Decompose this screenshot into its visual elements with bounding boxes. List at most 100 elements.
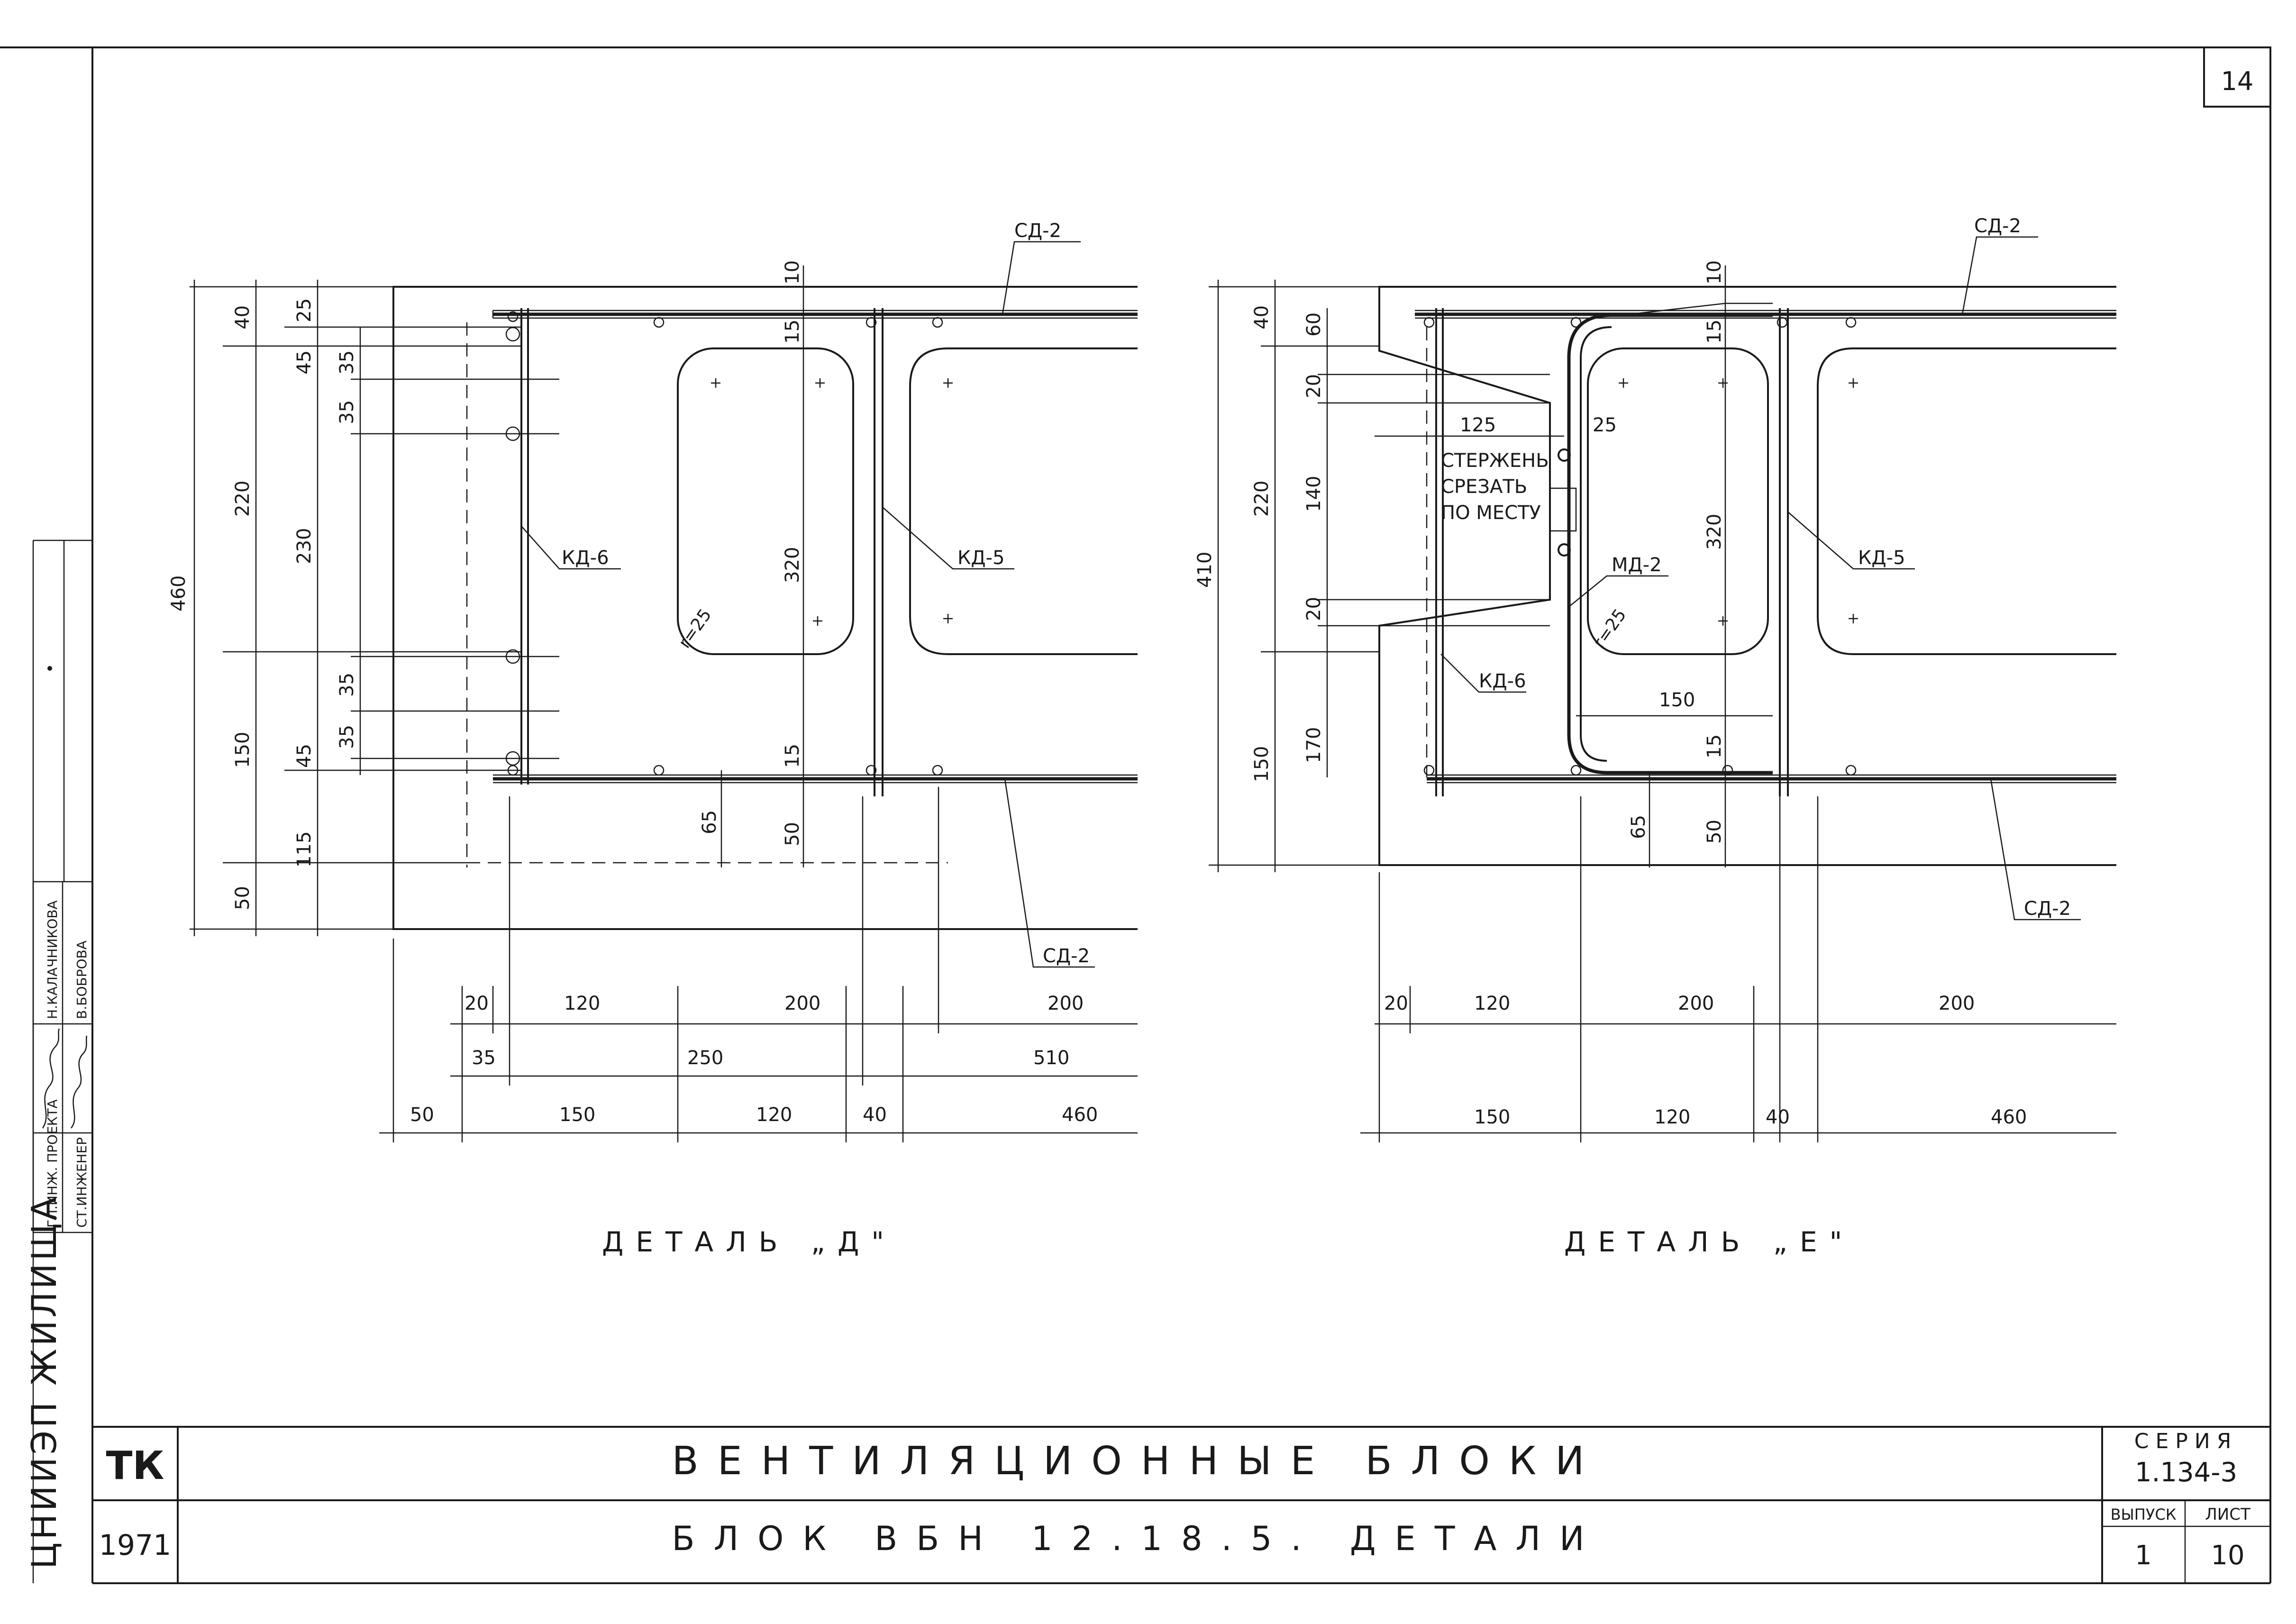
e-bottom-dims <box>1360 796 2116 1142</box>
sheet-frame <box>0 46 2271 1584</box>
d-dim-35d: 35 <box>336 725 358 749</box>
title-block: ТК 1971 ВЕНТИЛЯЦИОННЫЕ БЛОКИ БЛОК ВБН 12… <box>92 1426 2270 1583</box>
e-dim-125: 125 <box>1460 414 1496 436</box>
d-row3-1: 150 <box>559 1104 595 1126</box>
e-note-line3: ПО МЕСТУ <box>1441 502 1541 524</box>
signature-2 <box>70 1035 88 1129</box>
d-bottom-dims <box>379 787 1138 1142</box>
e-dim-150: 150 <box>1251 746 1273 782</box>
d-dim-25: 25 <box>293 298 315 322</box>
stamp-name-2: В.БОБРОВА <box>74 940 90 1019</box>
stamp-organization: ЦНИИЭП ЖИЛИЩА <box>24 1195 64 1569</box>
e-row1-1: 120 <box>1474 993 1510 1014</box>
d-dim-230: 230 <box>293 528 315 564</box>
tb-title: ВЕНТИЛЯЦИОННЫЕ БЛОКИ <box>672 1439 1604 1484</box>
d-dim-10: 10 <box>782 260 803 284</box>
d-row3-2: 120 <box>756 1104 792 1126</box>
tb-year: 1971 <box>99 1529 172 1562</box>
channel-1 <box>677 347 854 655</box>
d-row2-0: 35 <box>472 1047 496 1069</box>
d-dim-35c: 35 <box>336 673 358 697</box>
e-dim-20a: 20 <box>1303 374 1325 398</box>
d-dim-15b: 15 <box>782 744 803 768</box>
stamp-role-2: СТ.ИНЖЕНЕР <box>74 1137 90 1228</box>
e-dim-25: 25 <box>1593 414 1617 436</box>
d-dim-320: 320 <box>782 547 803 583</box>
tb-org: ТК <box>106 1443 164 1488</box>
e-dim-10: 10 <box>1704 260 1725 284</box>
e-dim-15a: 15 <box>1704 319 1725 344</box>
tb-subtitle: БЛОК ВБН 12.18.5. ДЕТАЛИ <box>672 1519 1604 1558</box>
tb-series-label: СЕРИЯ <box>2134 1429 2238 1453</box>
e-note-line2: СРЕЗАТЬ <box>1441 476 1527 498</box>
d-dim-220: 220 <box>232 481 254 517</box>
d-dim-65: 65 <box>699 810 720 834</box>
e-row3-3: 460 <box>1991 1106 2027 1128</box>
d-row1-2: 200 <box>784 993 820 1014</box>
d-dim-460: 460 <box>168 575 190 611</box>
d-row1-3: 200 <box>1048 993 1084 1014</box>
d-dim-45b: 45 <box>293 744 315 768</box>
channel-crosses <box>711 378 953 626</box>
d-label-sd2-bottom: СД-2 <box>1043 945 1090 967</box>
e-dim-170: 170 <box>1303 727 1325 763</box>
d-dim-35b: 35 <box>336 400 358 424</box>
e-left-dims <box>1209 280 1564 872</box>
d-dim-50i: 50 <box>782 822 803 846</box>
e-dim-410: 410 <box>1194 552 1216 588</box>
e-row1-0: 20 <box>1384 993 1408 1014</box>
detail-e-caption: ДЕТАЛЬ „Е" <box>1564 1226 1854 1258</box>
d-row2-2: 510 <box>1033 1047 1069 1069</box>
d-row2-1: 250 <box>687 1047 723 1069</box>
stamp-role-1: ГЛ.ИНЖ. ПРОЕКТА <box>45 1099 60 1228</box>
d-dim-45a: 45 <box>293 350 315 374</box>
d-label-radius: r=25 <box>675 605 716 652</box>
e-dim-320: 320 <box>1704 514 1725 550</box>
e-dim-15b: 15 <box>1704 734 1725 758</box>
e-dim-40: 40 <box>1251 305 1273 329</box>
detail-d-caption: ДЕТАЛЬ „Д" <box>602 1226 896 1258</box>
tb-issue-label: ВЫПУСК <box>2111 1505 2177 1524</box>
d-dim-115: 115 <box>293 831 315 867</box>
sheet-number-box: 14 <box>2203 46 2271 108</box>
tb-sheet-label: ЛИСТ <box>2205 1505 2250 1524</box>
e-row1-3: 200 <box>1939 993 1975 1014</box>
e-row3-0: 150 <box>1474 1106 1510 1128</box>
d-row1-1: 120 <box>564 993 600 1014</box>
d-dim-35a: 35 <box>336 350 358 374</box>
e-dim-60: 60 <box>1303 312 1325 337</box>
d-row1-0: 20 <box>465 993 489 1014</box>
e-channel-1 <box>1587 347 1769 655</box>
e-dim-65: 65 <box>1628 815 1649 839</box>
e-label-md2: МД-2 <box>1612 554 1662 576</box>
detail-d: КД-6 КД-5 СД-2 СД-2 r=25 460 40 220 150 <box>168 220 1138 1258</box>
detail-e: КД-5 КД-6 МД-2 СД-2 СД-2 r=25 СТЕРЖЕНЬ С… <box>1194 215 2116 1258</box>
d-dim-50: 50 <box>232 886 254 910</box>
e-note-line1: СТЕРЖЕНЬ <box>1441 450 1549 472</box>
tb-series: 1.134-3 <box>2135 1457 2237 1488</box>
d-left-dims <box>190 280 559 936</box>
d-label-kd5: КД-5 <box>957 547 1005 569</box>
channel-2 <box>909 347 1138 655</box>
e-label-sd2-top: СД-2 <box>1974 215 2021 237</box>
e-row3-1: 120 <box>1654 1106 1690 1128</box>
e-dim-20b: 20 <box>1303 597 1325 621</box>
e-label-kd6: КД-6 <box>1479 670 1526 692</box>
d-label-sd2-top: СД-2 <box>1014 220 1061 242</box>
d-label-kd6: КД-6 <box>562 547 609 569</box>
d-row3-4: 460 <box>1062 1104 1098 1126</box>
detail-d-outline <box>392 286 1138 930</box>
e-channel-2 <box>1817 347 2116 655</box>
side-stamp: ЦНИИЭП ЖИЛИЩА ГЛ.ИНЖ. ПРОЕКТА Н.КАЛАЧНИК… <box>24 539 93 1583</box>
e-row3-2: 40 <box>1766 1106 1790 1128</box>
e-dim-220: 220 <box>1251 481 1273 517</box>
e-dim-150i: 150 <box>1659 689 1695 711</box>
e-label-kd5: КД-5 <box>1858 547 1905 569</box>
sheet-number: 14 <box>2221 66 2254 96</box>
signature-1 <box>42 1028 60 1129</box>
d-row3-3: 40 <box>863 1104 887 1126</box>
stamp-name-1: Н.КАЛАЧНИКОВА <box>45 900 60 1019</box>
d-row3-0: 50 <box>410 1104 434 1126</box>
e-dim-140: 140 <box>1303 476 1325 512</box>
